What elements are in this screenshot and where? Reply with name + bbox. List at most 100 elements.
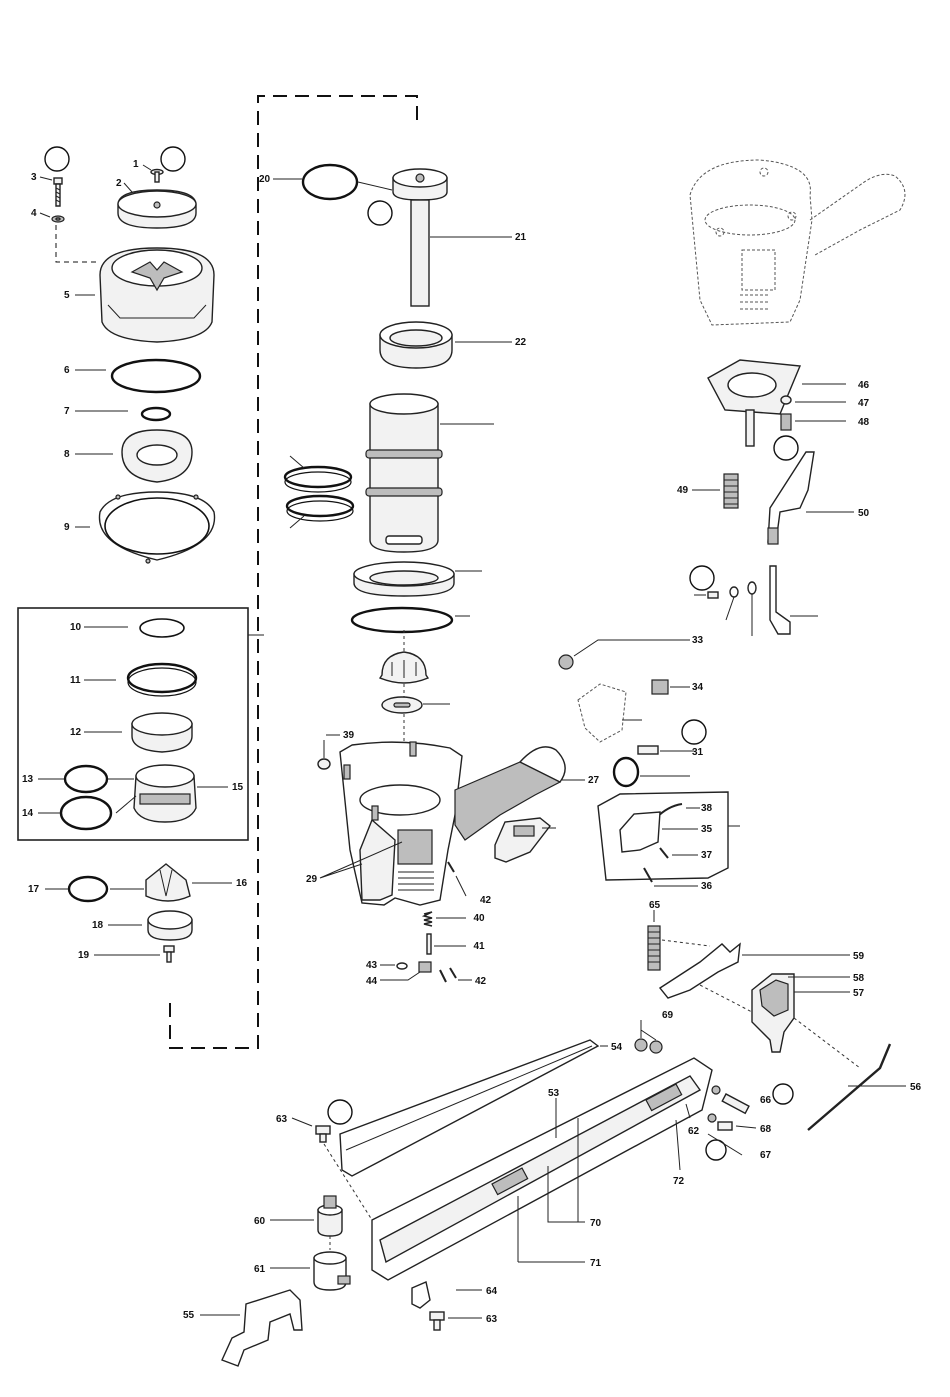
label-44: 44 [366, 976, 378, 987]
part-19-screw [94, 946, 174, 962]
label-42-lower: 42 [475, 976, 487, 987]
label-49: 49 [677, 485, 689, 496]
part-63-screw-top [292, 1118, 330, 1142]
label-59: 59 [853, 951, 865, 962]
cylinder [366, 394, 494, 552]
reference-circle [690, 566, 714, 590]
label-4: 4 [31, 208, 37, 219]
label-41: 41 [473, 941, 485, 952]
part-65-spring [648, 910, 660, 970]
label-57: 57 [853, 988, 865, 999]
part-37-pin [660, 848, 698, 858]
part-64-clip [412, 1282, 482, 1308]
part-46-valve-plate [708, 360, 846, 446]
label-46: 46 [858, 380, 870, 391]
housing-ghost-view [690, 160, 905, 325]
part-13-o-ring [65, 766, 107, 792]
part-12-valve-seat [84, 713, 192, 752]
part-61-collar [270, 1252, 350, 1290]
cylinder-o-rings [285, 456, 353, 528]
part-47-washer [781, 396, 846, 404]
part-40-spring [424, 912, 466, 926]
label-48: 48 [858, 417, 870, 428]
label-54: 54 [611, 1042, 623, 1053]
cylinder-o-ring-large [352, 608, 452, 632]
exhaust-ghost [578, 684, 642, 742]
o-ring-31 [614, 758, 638, 786]
part-3-cap-screw [40, 177, 62, 206]
cylinder-seal [354, 562, 482, 596]
part-48-screw [781, 414, 846, 430]
label-68: 68 [760, 1124, 772, 1135]
part-36-pin [644, 868, 698, 886]
label-56: 56 [910, 1082, 922, 1093]
part-22-bumper [380, 322, 512, 368]
part-33-nut [559, 640, 690, 669]
label-63-bottom: 63 [486, 1314, 498, 1325]
part-68-screw [708, 1114, 756, 1130]
part-60-bushing [270, 1196, 342, 1236]
label-22: 22 [515, 337, 527, 348]
part-42-pin [448, 862, 466, 896]
label-7: 7 [64, 406, 70, 417]
part-38-spring [656, 804, 700, 818]
part-9-gasket [75, 492, 215, 563]
label-12: 12 [70, 727, 82, 738]
head-plate [382, 697, 450, 713]
label-31: 31 [692, 747, 704, 758]
label-16: 16 [236, 878, 248, 889]
part-2-cap-plate [118, 183, 196, 228]
label-33: 33 [692, 635, 704, 646]
part-69-nuts [635, 1020, 662, 1053]
label-1: 1 [133, 159, 139, 170]
label-11: 11 [70, 675, 81, 686]
label-58: 58 [853, 973, 865, 984]
label-63-top: 63 [276, 1114, 288, 1125]
label-62: 62 [688, 1126, 700, 1137]
part-7-o-ring [142, 408, 170, 420]
label-3: 3 [31, 172, 37, 183]
part-35-trigger [620, 812, 698, 852]
label-69: 69 [662, 1010, 674, 1021]
part-14-o-ring [61, 797, 111, 829]
part-1-screw [143, 165, 163, 182]
label-18: 18 [92, 920, 104, 931]
label-37: 37 [701, 850, 713, 861]
label-47: 47 [858, 398, 870, 409]
label-66: 66 [760, 1095, 772, 1106]
part-6-o-ring [112, 360, 200, 392]
label-14: 14 [22, 808, 34, 819]
label-39: 39 [343, 730, 355, 741]
label-29: 29 [306, 874, 318, 885]
part-8-exhaust-deflector [75, 430, 192, 482]
label-8: 8 [64, 449, 70, 460]
label-19: 19 [78, 950, 90, 961]
reference-circle [328, 1100, 352, 1124]
label-20: 20 [259, 174, 271, 185]
trigger-housing [495, 818, 556, 862]
reference-circle [45, 147, 69, 171]
label-34: 34 [692, 682, 704, 693]
part-43-washer [397, 963, 407, 969]
label-64: 64 [486, 1286, 498, 1297]
label-43: 43 [366, 960, 378, 971]
part-58-57-pusher [752, 974, 850, 1052]
reference-circle [682, 720, 706, 744]
part-4-washer [40, 213, 64, 222]
label-53: 53 [548, 1088, 560, 1099]
label-36: 36 [701, 881, 713, 892]
label-38: 38 [701, 803, 713, 814]
part-21-piston-driver [393, 169, 512, 306]
label-9: 9 [64, 522, 70, 533]
leader-4-dashed [56, 225, 100, 262]
label-27: 27 [588, 775, 600, 786]
label-2: 2 [116, 178, 122, 189]
part-41-pin [427, 934, 466, 954]
part-29-housing [340, 742, 462, 905]
part-39-plug [318, 735, 340, 769]
part-53-magazine [372, 1058, 712, 1280]
label-60: 60 [254, 1216, 266, 1227]
label-17: 17 [28, 884, 40, 895]
